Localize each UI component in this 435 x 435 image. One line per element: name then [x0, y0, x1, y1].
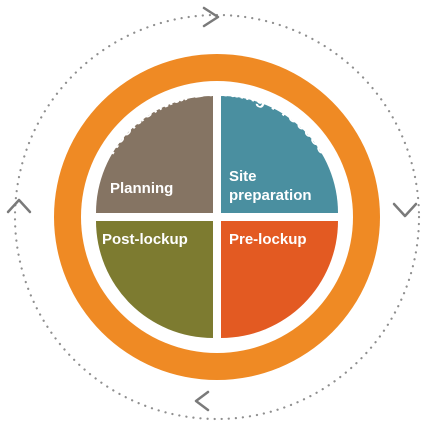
- quadrant-post-lockup: [96, 221, 213, 338]
- chevron-up-icon: [6, 198, 32, 214]
- chevron-left-icon: [194, 390, 210, 412]
- label-planning: Planning: [110, 180, 173, 197]
- chevron-right-icon: [202, 6, 220, 28]
- label-pre-lockup: Pre-lockup: [229, 231, 307, 248]
- label-site-preparation: Site preparation: [229, 168, 312, 204]
- label-post-lockup: Post-lockup: [102, 231, 188, 248]
- chevron-down-icon: [392, 202, 418, 218]
- quadrant-pre-lockup: [221, 221, 338, 338]
- quadrant-site-preparation: [221, 96, 338, 213]
- quadrant-group: [96, 96, 338, 338]
- quadrant-planning: [96, 96, 213, 213]
